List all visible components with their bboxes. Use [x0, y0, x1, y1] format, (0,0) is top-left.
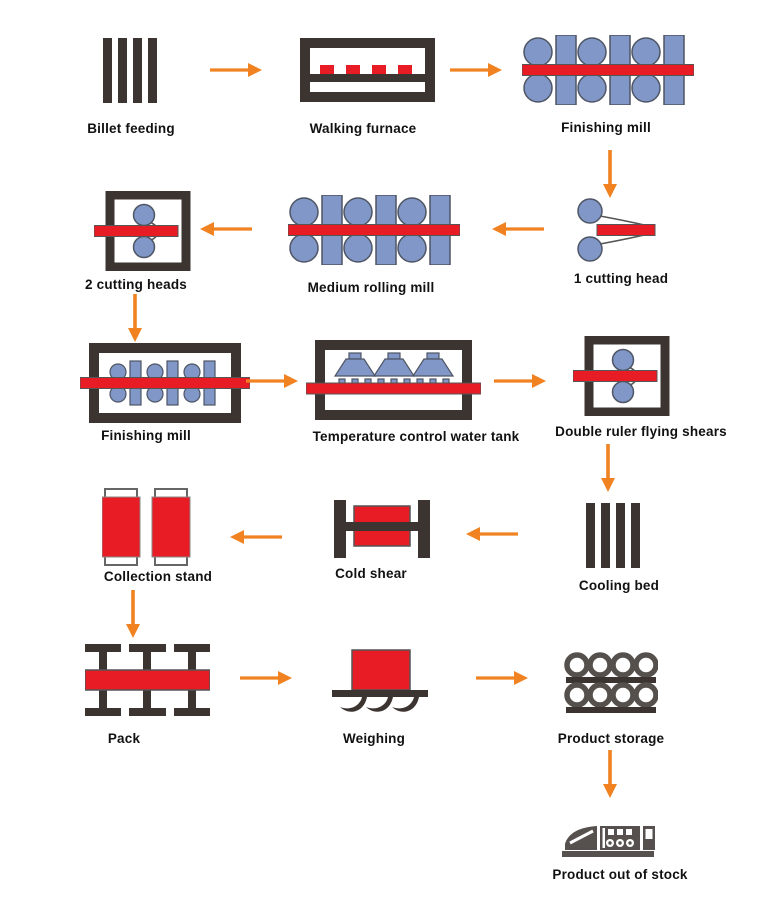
arrow-right-icon — [450, 62, 502, 78]
arrow-right-icon — [210, 62, 262, 78]
node-label-finishing-mill-boxed: Finishing mill — [101, 428, 191, 443]
rolling-mill-icon — [287, 194, 461, 266]
node-label-product-out-of-stock: Product out of stock — [552, 867, 688, 882]
node-label-cold-shear: Cold shear — [335, 566, 407, 581]
arrow-down-icon — [599, 444, 617, 492]
arrow-down-icon — [601, 750, 619, 798]
node-label-weighing: Weighing — [342, 731, 406, 746]
train-icon — [560, 814, 656, 860]
node-label-one-cutting-head: 1 cutting head — [573, 271, 669, 286]
boxed-cutting-heads-icon — [572, 335, 673, 417]
cold-shear-icon — [328, 498, 436, 560]
arrow-down-icon — [126, 294, 144, 342]
arrow-down-icon — [601, 150, 619, 198]
boxed-rolling-mill-icon — [79, 343, 251, 423]
billet-bars-icon — [586, 503, 641, 568]
cutting-head-icon — [572, 198, 660, 262]
pack-icon — [84, 644, 211, 716]
furnace-icon — [300, 38, 435, 102]
arrow-right-icon — [246, 373, 298, 389]
node-label-flying-shears: Double ruler flying shears — [555, 424, 727, 439]
arrow-right-icon — [476, 670, 528, 686]
water-tank-icon — [305, 340, 482, 420]
node-label-two-cutting-heads: 2 cutting heads — [84, 277, 188, 292]
node-label-water-tank: Temperature control water tank — [312, 429, 520, 444]
arrow-left-icon — [492, 221, 544, 237]
rolling-mill-icon — [521, 34, 695, 106]
node-label-finishing-mill-top: Finishing mill — [561, 120, 651, 135]
node-label-billet-feeding: Billet feeding — [87, 121, 175, 136]
collection-stand-icon — [101, 488, 192, 566]
arrow-right-icon — [494, 373, 546, 389]
weighing-icon — [330, 648, 432, 714]
node-label-cooling-bed: Cooling bed — [578, 578, 660, 593]
node-label-walking-furnace: Walking furnace — [309, 121, 417, 136]
node-label-product-storage: Product storage — [557, 731, 665, 746]
billet-bars-icon — [103, 38, 158, 103]
arrow-right-icon — [240, 670, 292, 686]
node-label-pack: Pack — [107, 731, 141, 746]
arrow-left-icon — [230, 529, 282, 545]
coil-storage-icon — [564, 652, 659, 714]
node-label-collection-stand: Collection stand — [103, 569, 213, 584]
boxed-cutting-heads-icon — [93, 190, 194, 272]
node-label-medium-rolling-mill: Medium rolling mill — [307, 280, 435, 295]
arrow-left-icon — [200, 221, 252, 237]
arrow-down-icon — [124, 590, 142, 638]
arrow-left-icon — [466, 526, 518, 542]
